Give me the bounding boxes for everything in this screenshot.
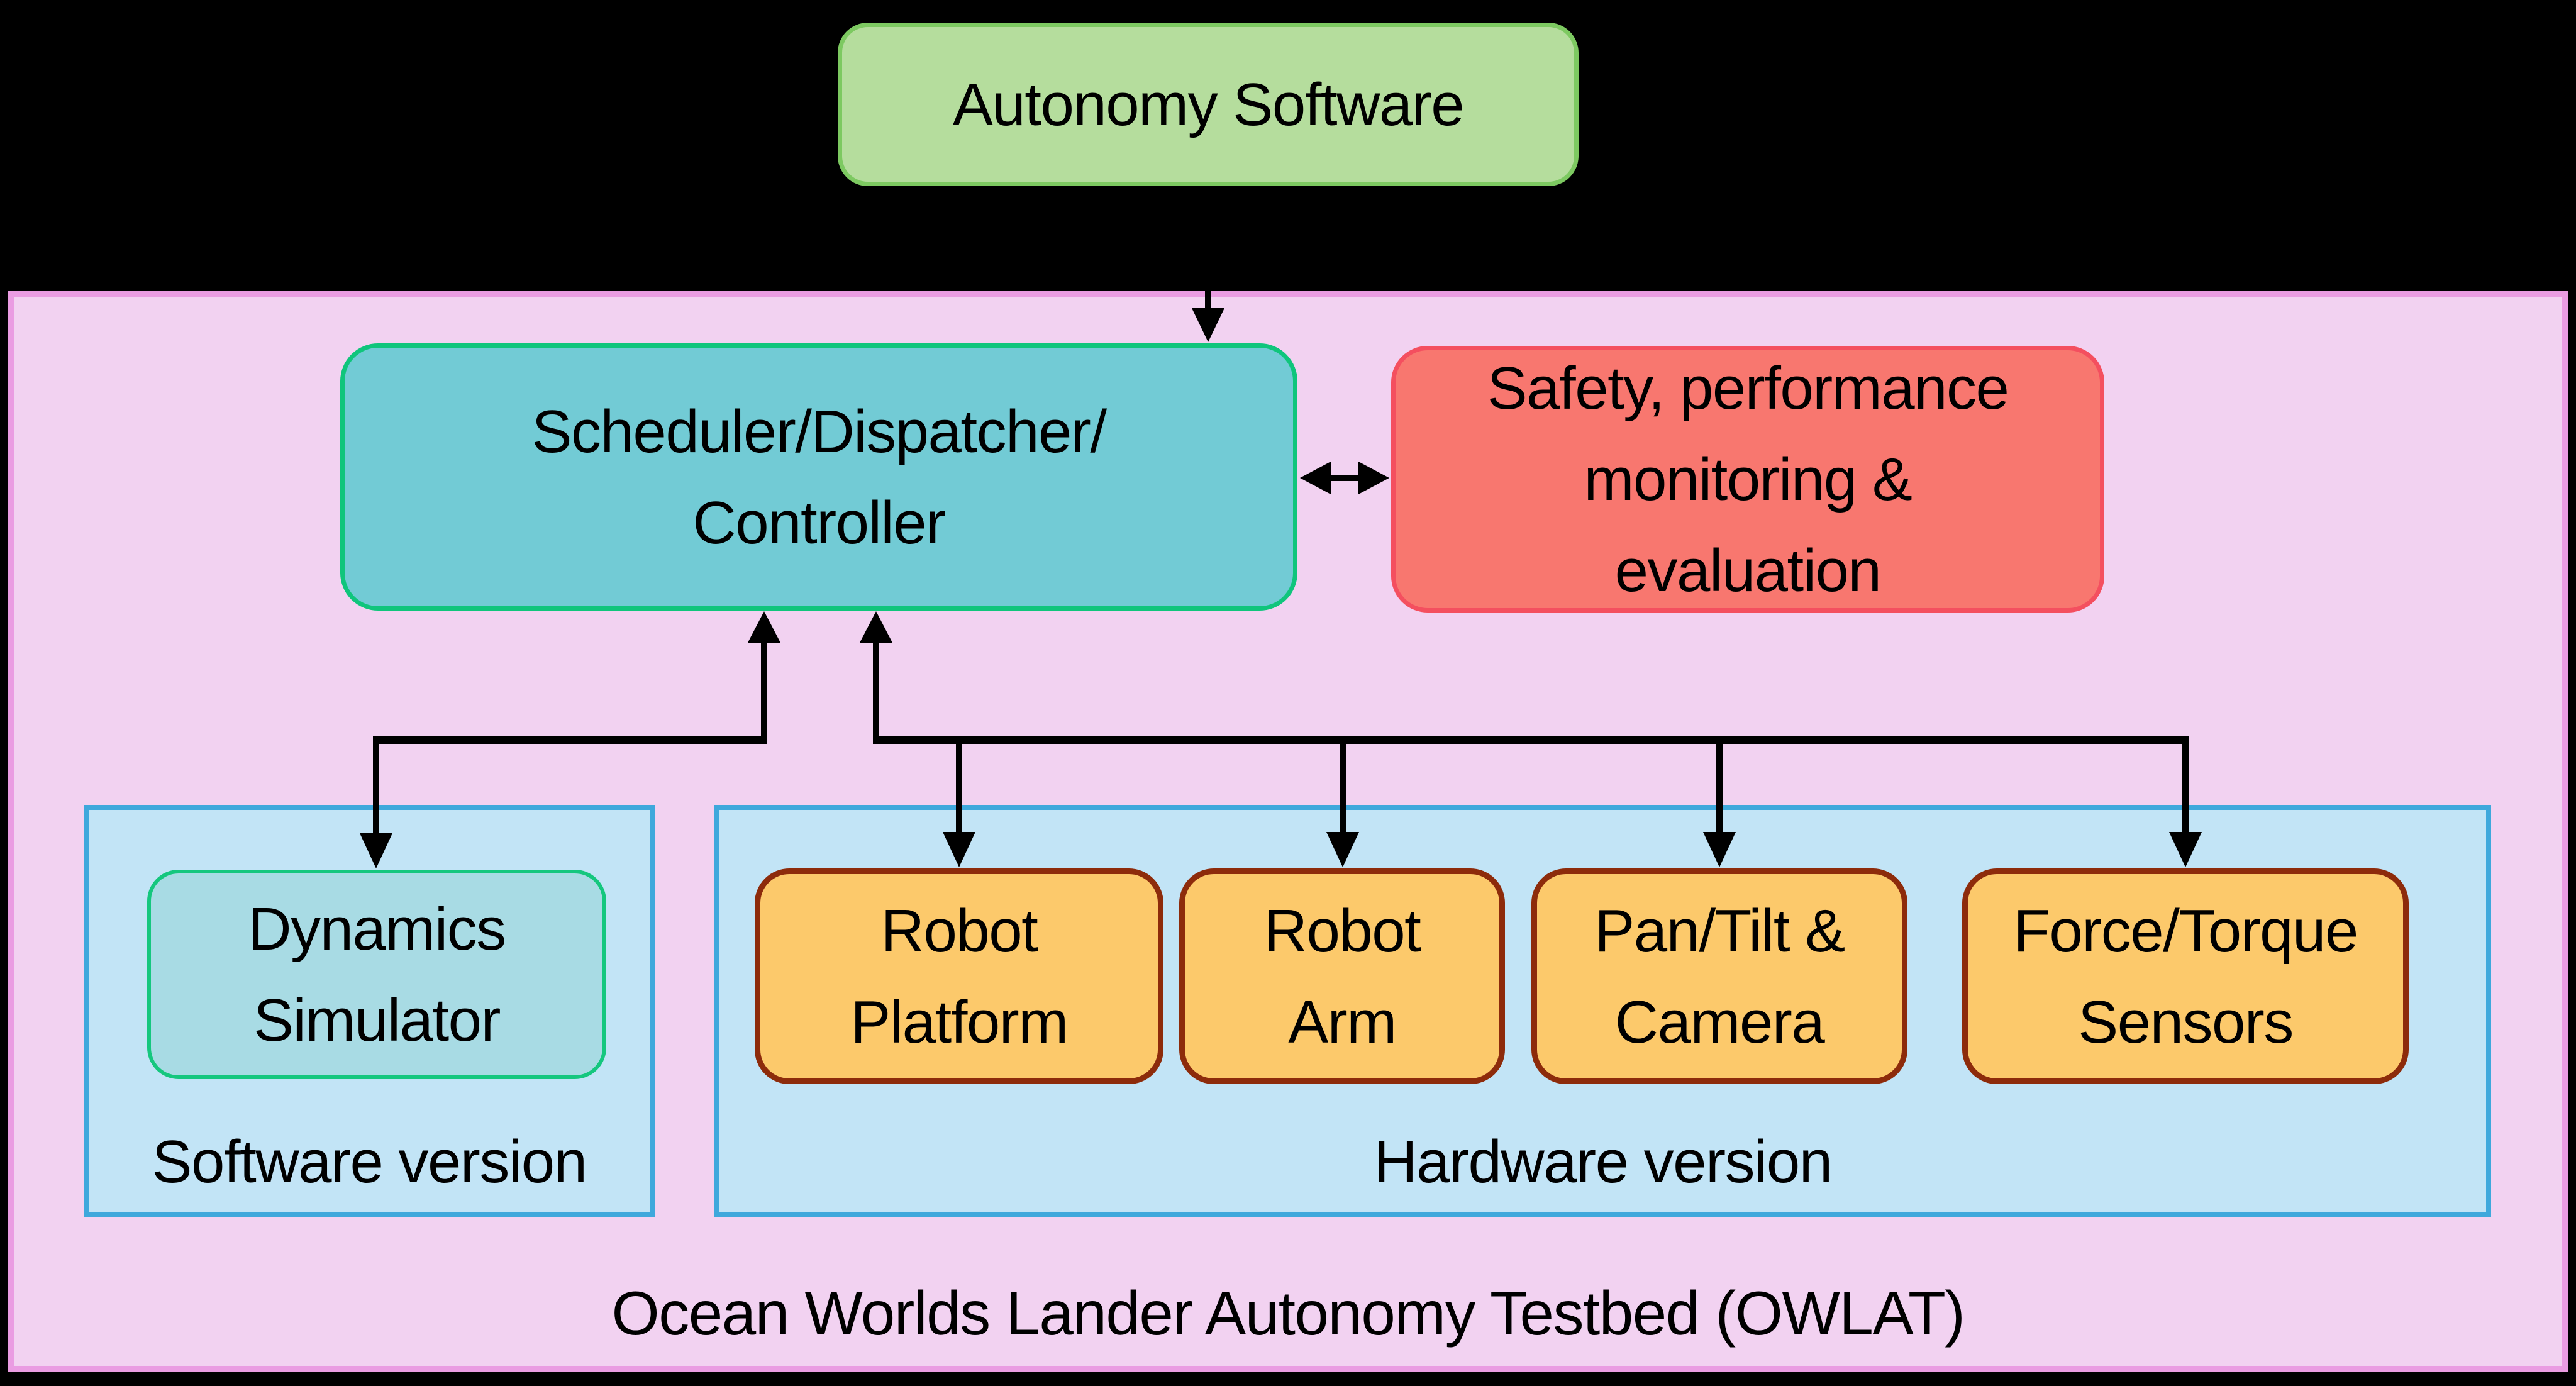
robot-platform-line1: Robot — [880, 897, 1038, 965]
scheduler-label-line1: Scheduler/Dispatcher/ — [531, 397, 1107, 465]
robot-arm-box: Robot Arm — [1179, 868, 1505, 1084]
safety-monitoring-box: Safety, performance monitoring & evaluat… — [1391, 346, 2104, 613]
dynamics-simulator-box: Dynamics Simulator — [147, 870, 606, 1079]
pan-tilt-camera-box: Pan/Tilt & Camera — [1531, 868, 1907, 1084]
safety-label-line1: Safety, performance — [1487, 354, 2009, 422]
scheduler-dispatcher-controller-box: Scheduler/Dispatcher/ Controller — [340, 343, 1297, 611]
force-torque-line2: Sensors — [2078, 988, 2294, 1056]
owlat-title: Ocean Worlds Lander Autonomy Testbed (OW… — [611, 1278, 1965, 1348]
robot-platform-line2: Platform — [850, 988, 1069, 1056]
safety-label-line3: evaluation — [1614, 536, 1882, 604]
hardware-version-label: Hardware version — [1374, 1128, 1833, 1195]
pan-tilt-line1: Pan/Tilt & — [1594, 897, 1845, 965]
dynamics-label-line2: Simulator — [253, 986, 501, 1054]
software-version-label: Software version — [152, 1128, 587, 1195]
autonomy-software-box: Autonomy Software — [838, 23, 1579, 186]
robot-arm-line1: Robot — [1263, 897, 1421, 965]
autonomy-software-label: Autonomy Software — [952, 70, 1465, 138]
pan-tilt-line2: Camera — [1614, 988, 1825, 1056]
scheduler-label-line2: Controller — [692, 489, 946, 557]
force-torque-line1: Force/Torque — [2013, 897, 2358, 965]
robot-platform-box: Robot Platform — [755, 868, 1163, 1084]
safety-label-line2: monitoring & — [1584, 445, 1913, 513]
dynamics-label-line1: Dynamics — [248, 895, 506, 963]
robot-arm-line2: Arm — [1288, 988, 1397, 1056]
force-torque-sensors-box: Force/Torque Sensors — [1962, 868, 2409, 1084]
